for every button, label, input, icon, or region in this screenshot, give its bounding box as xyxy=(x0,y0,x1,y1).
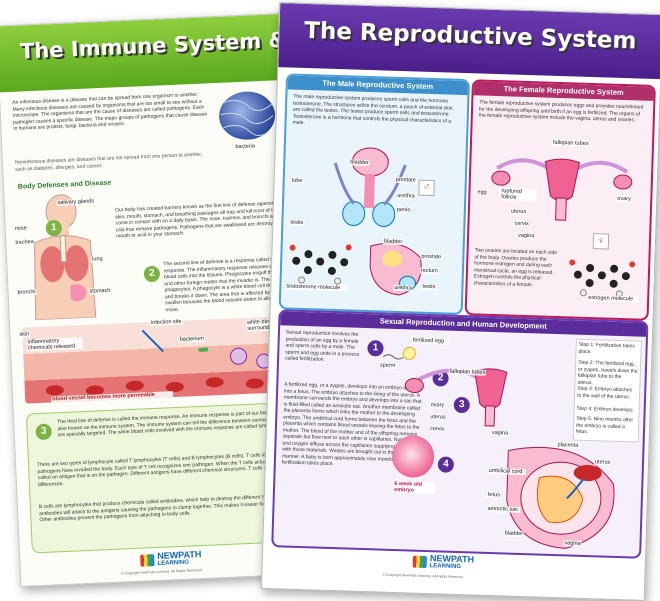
stomach-label: stomach xyxy=(88,287,112,295)
female-symbol-icon: ♀ xyxy=(592,233,610,250)
sexual-reproduction-panel: Sexual Reproduction and Human Developmen… xyxy=(271,309,649,559)
reproductive-banner: The Reproductive System xyxy=(278,3,660,80)
male-prostate-label: prostate xyxy=(394,176,417,184)
embryo-image xyxy=(391,434,435,479)
step-2-text: Step 2: The fertilized egg, or zygote, t… xyxy=(577,359,638,386)
bronchi-label: bronchi xyxy=(16,288,37,296)
reproductive-system-chart: The Reproductive System The Male Reprodu… xyxy=(260,2,660,601)
trachea-label: trachea xyxy=(14,239,35,246)
bacteria-label: bacteria xyxy=(234,143,257,151)
back-logo-bottom: LEARNING xyxy=(157,559,189,567)
estrogen-molecule-label: estrogen molecule xyxy=(587,294,640,303)
sexual-ovary-label: ovary xyxy=(429,402,446,409)
pregnancy-diagram xyxy=(506,446,615,549)
male-urethra-label: urethra xyxy=(396,192,416,200)
male-prostate2-label: prostate xyxy=(420,253,443,261)
male-side-diagram xyxy=(369,242,422,296)
male-bladder2-label: bladder xyxy=(382,238,404,246)
back-logo-text: NEWPATH LEARNING xyxy=(157,549,202,568)
sexual-cervix-label: cervix xyxy=(428,426,446,433)
female-heading: The Female Reproductive System xyxy=(473,81,654,101)
male-testis-label: testis xyxy=(289,219,305,227)
testosterone-molecule-label: testosterone molecule xyxy=(285,283,348,292)
stage4-number: 4 xyxy=(437,456,455,473)
sexual-fallopian-label: fallopian tubes xyxy=(448,368,487,376)
back-copyright: © Copyright NewPath Learning. All Rights… xyxy=(120,568,203,576)
female-vagina-label: vagina xyxy=(516,232,536,240)
female-follicle-label: ruptured follicle xyxy=(500,188,537,202)
sexual-vagina2-label: vagina xyxy=(563,540,582,547)
female-egg-label: egg xyxy=(476,189,488,196)
nose-label: nose xyxy=(13,225,28,232)
male-rectum-label: rectum xyxy=(419,267,439,275)
intro-paragraph: An infectious disease is a disease that … xyxy=(12,91,208,132)
step-3-text: Step 3: Embryo attaches to the wall of t… xyxy=(577,385,633,400)
skin-label: skin xyxy=(18,331,31,338)
male-urethra2-label: urethra xyxy=(393,284,413,292)
female-panel: The Female Reproductive System The femal… xyxy=(464,79,656,321)
front-logo: NEWPATH LEARNING xyxy=(412,553,475,572)
male-tube-label: tube xyxy=(290,177,304,184)
male-testis2-label: testis xyxy=(421,283,437,291)
bacteria-image xyxy=(218,90,277,141)
lung-label: lung xyxy=(91,256,104,263)
step-1-text: Step 1: Fertilization takes place. xyxy=(578,341,635,355)
male-paragraph: The male reproductive system produces sp… xyxy=(292,93,454,126)
body-figure-illustration xyxy=(33,194,97,321)
female-ovaries-paragraph: Two ovaries are located on each side of … xyxy=(473,247,558,288)
sexual-paragraph: Sexual reproduction involves the product… xyxy=(285,329,360,363)
bacterium-label: bacterium xyxy=(178,335,206,343)
testosterone-molecule-diagram xyxy=(289,244,352,285)
sperm-label: sperm xyxy=(378,362,397,369)
umbilical-cord-label: umbilical cord xyxy=(487,467,526,476)
female-ovary-label: ovary xyxy=(616,195,632,203)
body-figure xyxy=(18,192,113,321)
placenta-label: placenta xyxy=(556,442,580,449)
embryo-label: 6 week old embryo xyxy=(392,480,436,495)
male-heading: The Male Reproductive System xyxy=(287,75,468,96)
amniotic-sac-label: amniotic sac xyxy=(486,505,521,513)
steps-box: Step 1: Fertilization takes place. Step … xyxy=(572,338,642,443)
male-penis-label: penis xyxy=(395,206,412,214)
estrogen-molecule-diagram xyxy=(569,259,636,298)
front-logo-text: NEWPATH LEARNING xyxy=(430,553,475,571)
fetus-label: fetus xyxy=(486,491,501,499)
female-paragraph: The female reproductive system produces … xyxy=(478,99,644,124)
step2-number: 2 xyxy=(143,265,161,283)
reproductive-title: The Reproductive System xyxy=(303,17,637,55)
female-cervix-label: cervix xyxy=(513,220,530,228)
male-front-diagram xyxy=(333,147,407,227)
sexual-uterus2-label: uterus xyxy=(593,459,612,466)
sexual-bladder-label: bladder xyxy=(503,530,525,538)
inflammatory-chemicals-label: inflammatory chemicals released xyxy=(26,337,84,352)
fertilized-egg-label: fertilized egg xyxy=(411,337,450,345)
sexual-vagina-label: vagina xyxy=(490,429,510,437)
sexual-uterus-label: uterus xyxy=(429,414,447,421)
body-defenses-heading: Body Defenses and Disease xyxy=(17,179,112,191)
front-copyright: © Copyright NewPath Learning. All Rights… xyxy=(382,572,465,580)
bacteria-texture xyxy=(220,100,275,136)
female-uterus-label: uterus xyxy=(509,208,528,216)
male-symbol-icon: ♂ xyxy=(418,179,435,197)
newpath-logo-icon xyxy=(412,555,427,569)
newpath-logo-icon xyxy=(140,554,155,567)
immune-system-chart: The Immune System & An infectious diseas… xyxy=(0,11,353,587)
male-bladder-label: bladder xyxy=(349,159,370,167)
fertilization-diagram xyxy=(382,346,508,427)
female-fallopian-label: fallopian tubes xyxy=(551,139,590,147)
step3-number: 3 xyxy=(35,423,53,441)
male-panel: The Male Reproductive System The male re… xyxy=(278,73,470,316)
back-logo: NEWPATH LEARNING xyxy=(140,549,202,569)
step-5-text: Step 5: Nine months after the embryo is … xyxy=(575,415,634,436)
female-diagram xyxy=(491,158,633,221)
